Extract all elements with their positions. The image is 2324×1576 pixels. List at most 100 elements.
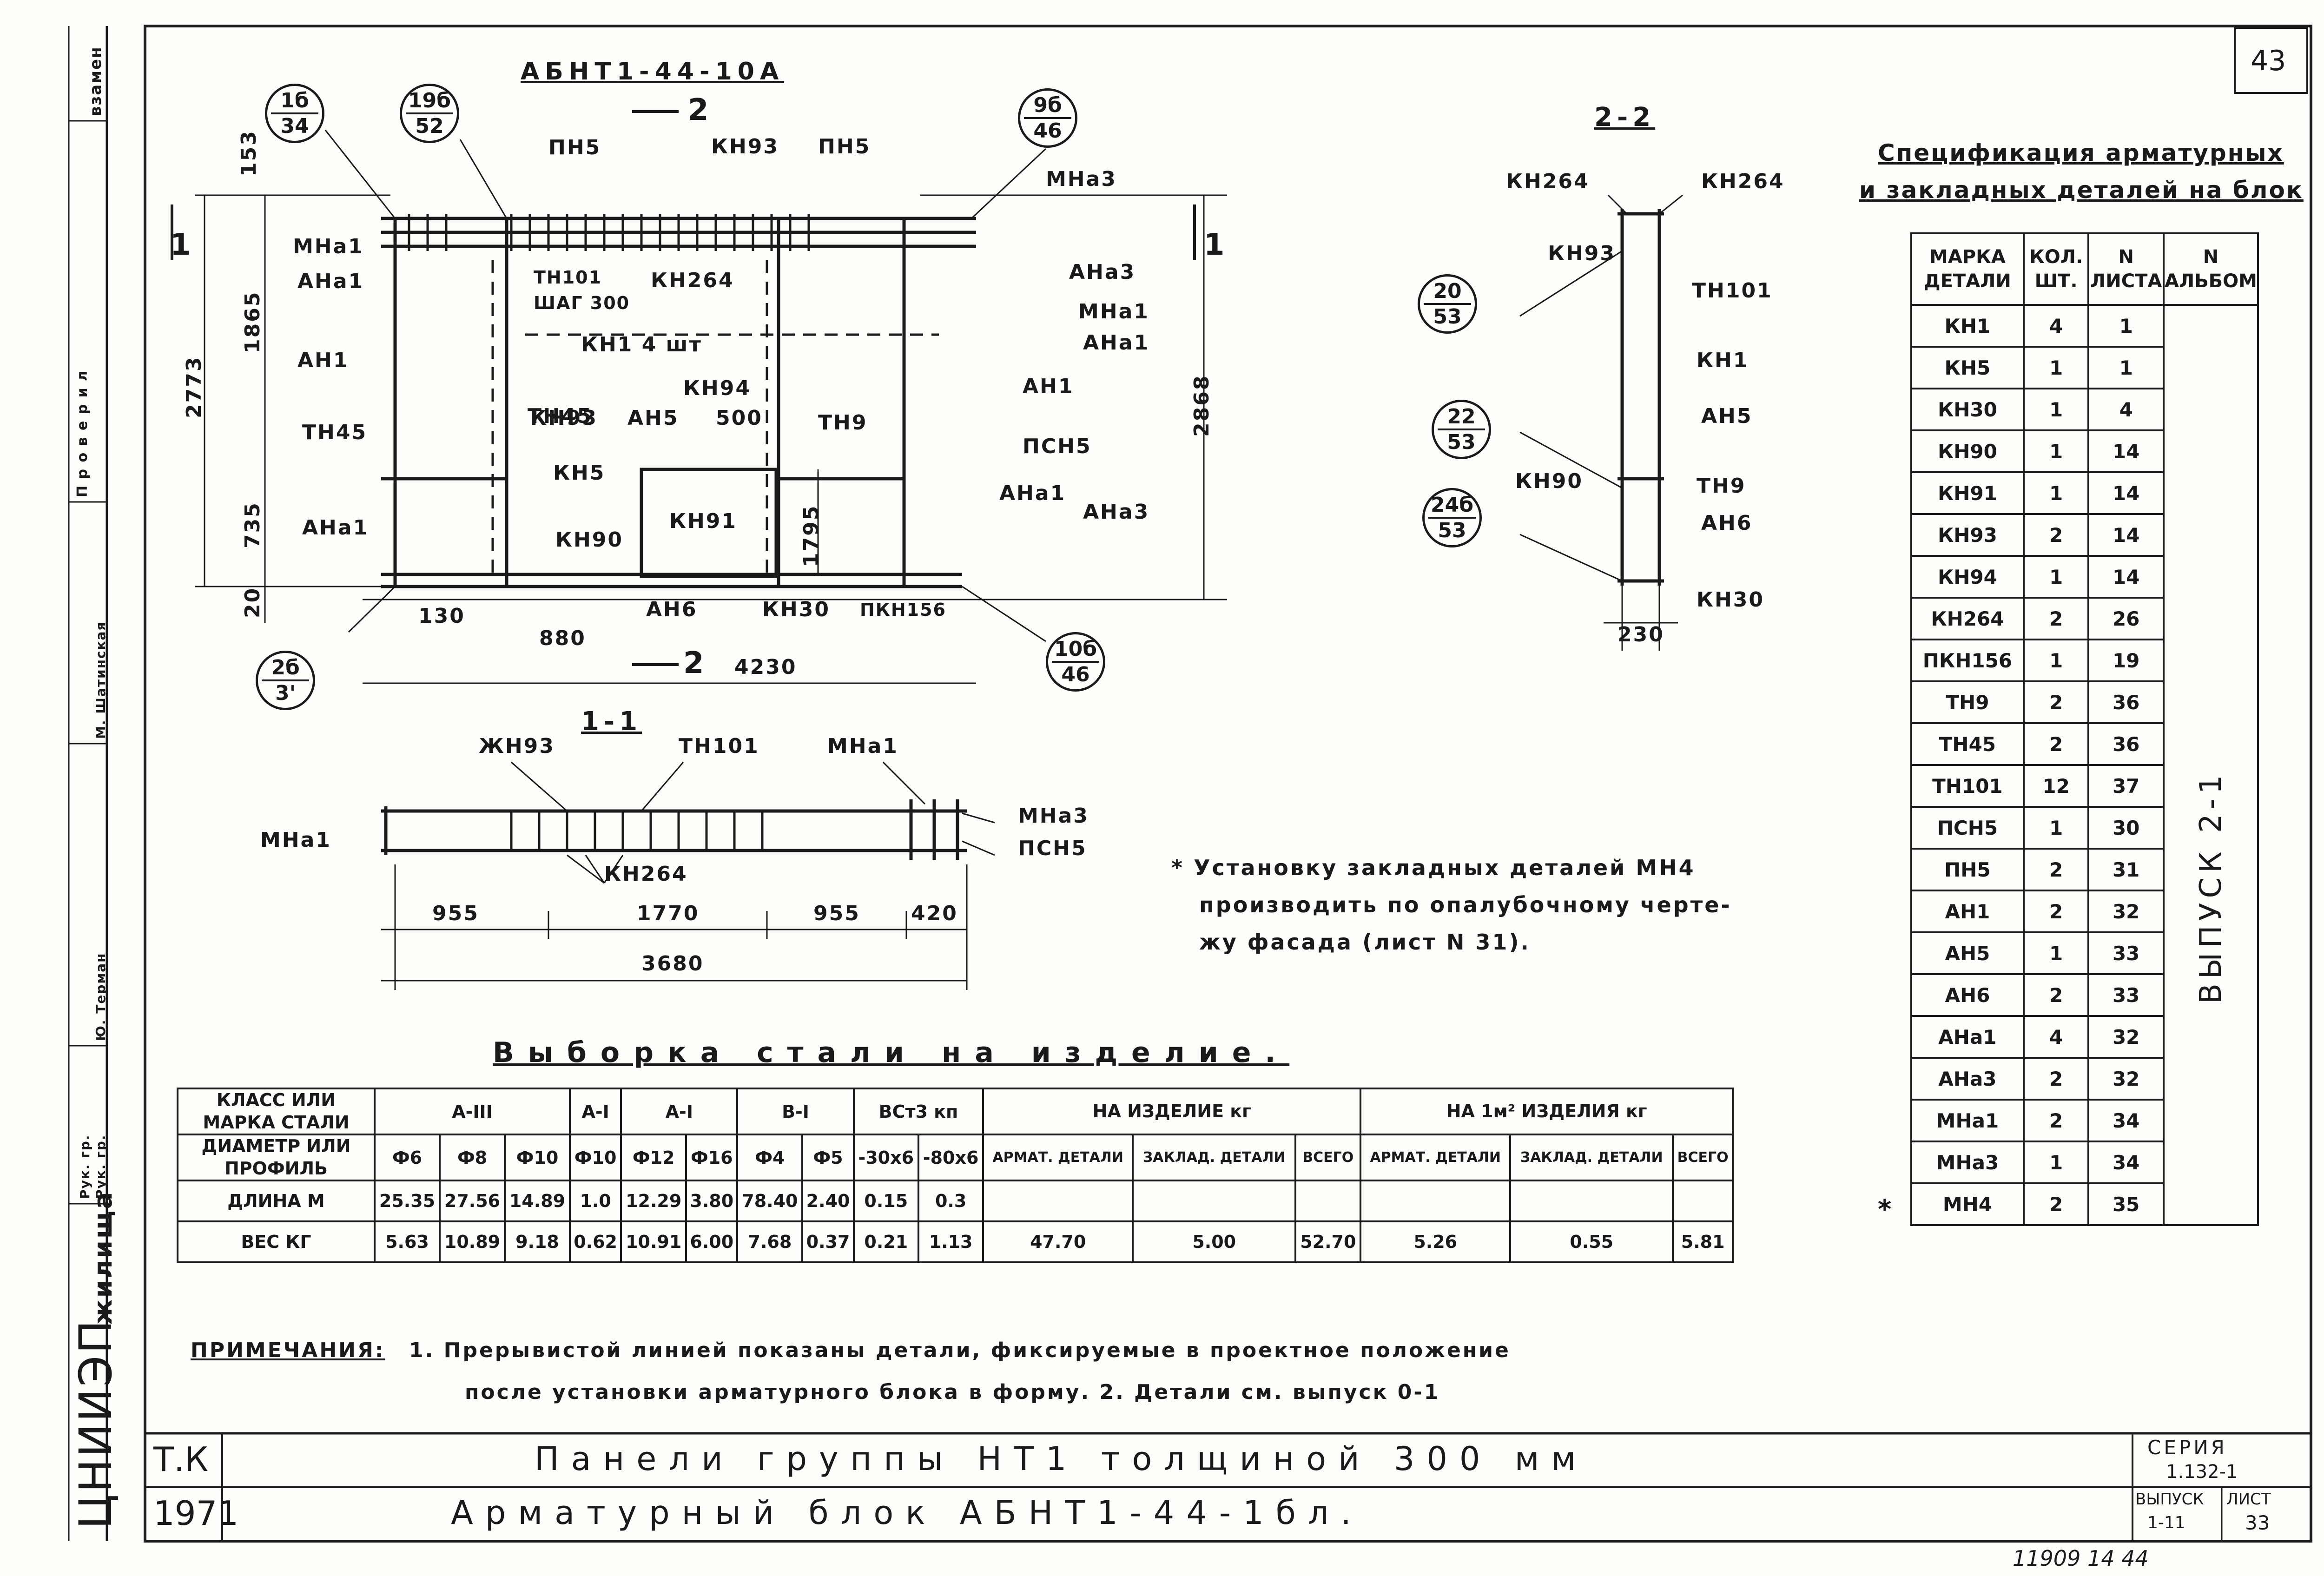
section-mark-top: 2 <box>688 93 709 127</box>
steel-weight: 52.70 <box>1294 1220 1362 1263</box>
tb-year: 1971 <box>153 1494 239 1533</box>
label: ТН101 <box>679 734 759 758</box>
steel-weight: 0.62 <box>568 1220 622 1263</box>
spec-cell: ПСН5 <box>1910 806 2025 850</box>
spec-cell: 2 <box>2022 1057 2090 1101</box>
main-view-title: АБНТ1-44-10А <box>521 58 785 86</box>
steel-length <box>982 1180 1134 1222</box>
label: ТН45 <box>528 404 593 428</box>
spec-header: КОЛ. ШТ. <box>2022 232 2090 306</box>
spec-cell: 36 <box>2087 680 2165 724</box>
steel-diam: Ф5 <box>801 1134 855 1181</box>
spec-cell: КН91 <box>1910 471 2025 515</box>
spec-cell: КН94 <box>1910 555 2025 599</box>
spec-header: N АЛЬБОМ <box>2163 232 2259 306</box>
spec-cell: КН30 <box>1910 388 2025 431</box>
section-mark-bottom: 2 <box>683 646 704 680</box>
spec-cell: 1 <box>2022 471 2090 515</box>
footnote-line: производить по опалубочному черте- <box>1199 892 1732 917</box>
steel-length <box>1509 1180 1674 1222</box>
spec-cell: АН1 <box>1910 890 2025 933</box>
label: МНа1 <box>827 734 898 758</box>
tb-sheet-label: ЛИСТ <box>2226 1490 2271 1509</box>
spec-cell: 14 <box>2087 429 2165 473</box>
dim: 880 <box>539 626 586 650</box>
steel-subheader: ЗАКЛАД. ДЕТАЛИ <box>1132 1134 1297 1181</box>
label: КН90 <box>555 528 624 552</box>
steel-class: А-III <box>374 1088 571 1135</box>
label: АН1 <box>297 349 349 372</box>
label: КН30 <box>1697 588 1765 612</box>
notes-label: ПРИМЕЧАНИЯ: <box>191 1339 385 1362</box>
section-22-title: 2-2 <box>1594 102 1656 132</box>
handwritten-footer: 11909 14 44 <box>2013 1546 2149 1571</box>
steel-title: Выборка стали на изделие. <box>493 1036 1290 1069</box>
tb-title-1: Панели группы НТ1 толщиной 300 мм <box>535 1440 1588 1478</box>
steel-diam: Ф12 <box>620 1134 687 1181</box>
spec-title: Спецификация арматурных <box>1878 139 2284 166</box>
label: ПКН156 <box>860 600 946 620</box>
label: КН93 <box>530 406 598 430</box>
spec-cell: 14 <box>2087 555 2165 599</box>
spec-cell: 4 <box>2022 1015 2090 1059</box>
spec-cell: 33 <box>2087 973 2165 1017</box>
spec-album-cell <box>2163 304 2259 1226</box>
spec-cell: 2 <box>2022 1099 2090 1142</box>
steel-subheader: АРМАТ. ДЕТАЛИ <box>982 1134 1134 1181</box>
label: ТН9 <box>818 411 868 435</box>
cut-mark-right: 1 <box>1204 228 1225 262</box>
steel-per-m2: НА 1м² ИЗДЕЛИЯ кг <box>1360 1088 1734 1135</box>
label: МНа1 <box>293 235 364 258</box>
steel-length: 27.56 <box>439 1180 506 1222</box>
steel-length: 0.3 <box>917 1180 984 1222</box>
spec-cell: 30 <box>2087 806 2165 850</box>
steel-diam: -80х6 <box>917 1134 984 1181</box>
steel-diam: Ф16 <box>685 1134 739 1181</box>
spec-cell: 4 <box>2087 388 2165 431</box>
steel-weight: 0.37 <box>801 1220 855 1263</box>
label: АНа1 <box>999 481 1066 505</box>
spec-cell: 35 <box>2087 1182 2165 1226</box>
steel-weight: 5.81 <box>1672 1220 1734 1263</box>
notes-line: 1. Прерывистой линией показаны детали, ф… <box>409 1339 1511 1362</box>
dim: 4230 <box>734 655 797 679</box>
spec-cell: ТН101 <box>1910 764 2025 808</box>
steel-length: 78.40 <box>736 1180 804 1222</box>
tb-tk: Т.К <box>153 1440 208 1479</box>
label: ПСН5 <box>1018 837 1087 860</box>
spec-album: ВЫПУСК 2-1 <box>2194 770 2228 1004</box>
spec-cell: 34 <box>2087 1099 2165 1142</box>
footnote-line: жу фасада (лист N 31). <box>1199 930 1531 955</box>
label: ТН101 <box>534 267 602 288</box>
spec-cell: МНа3 <box>1910 1141 2025 1184</box>
label: 500 <box>716 406 763 430</box>
label: АНа1 <box>1083 331 1150 355</box>
label: КН264 <box>1506 170 1590 193</box>
steel-length <box>1360 1180 1512 1222</box>
section-11-title: 1-1 <box>581 706 642 737</box>
spec-cell: 31 <box>2087 848 2165 891</box>
spec-cell: ТН9 <box>1910 680 2025 724</box>
steel-weight: 10.89 <box>439 1220 506 1263</box>
spec-table: МАРКА ДЕТАЛИ КОЛ. ШТ. N ЛИСТА N АЛЬБОМ К… <box>1910 232 2259 1226</box>
label: АНа3 <box>1083 500 1150 524</box>
label: ТН101 <box>1692 279 1773 303</box>
spec-cell: 14 <box>2087 513 2165 557</box>
spec-cell: 12 <box>2022 764 2090 808</box>
steel-length: 3.80 <box>685 1180 739 1222</box>
steel-per-item: НА ИЗДЕЛИЕ кг <box>982 1088 1362 1135</box>
label: МНа1 <box>1078 300 1149 323</box>
